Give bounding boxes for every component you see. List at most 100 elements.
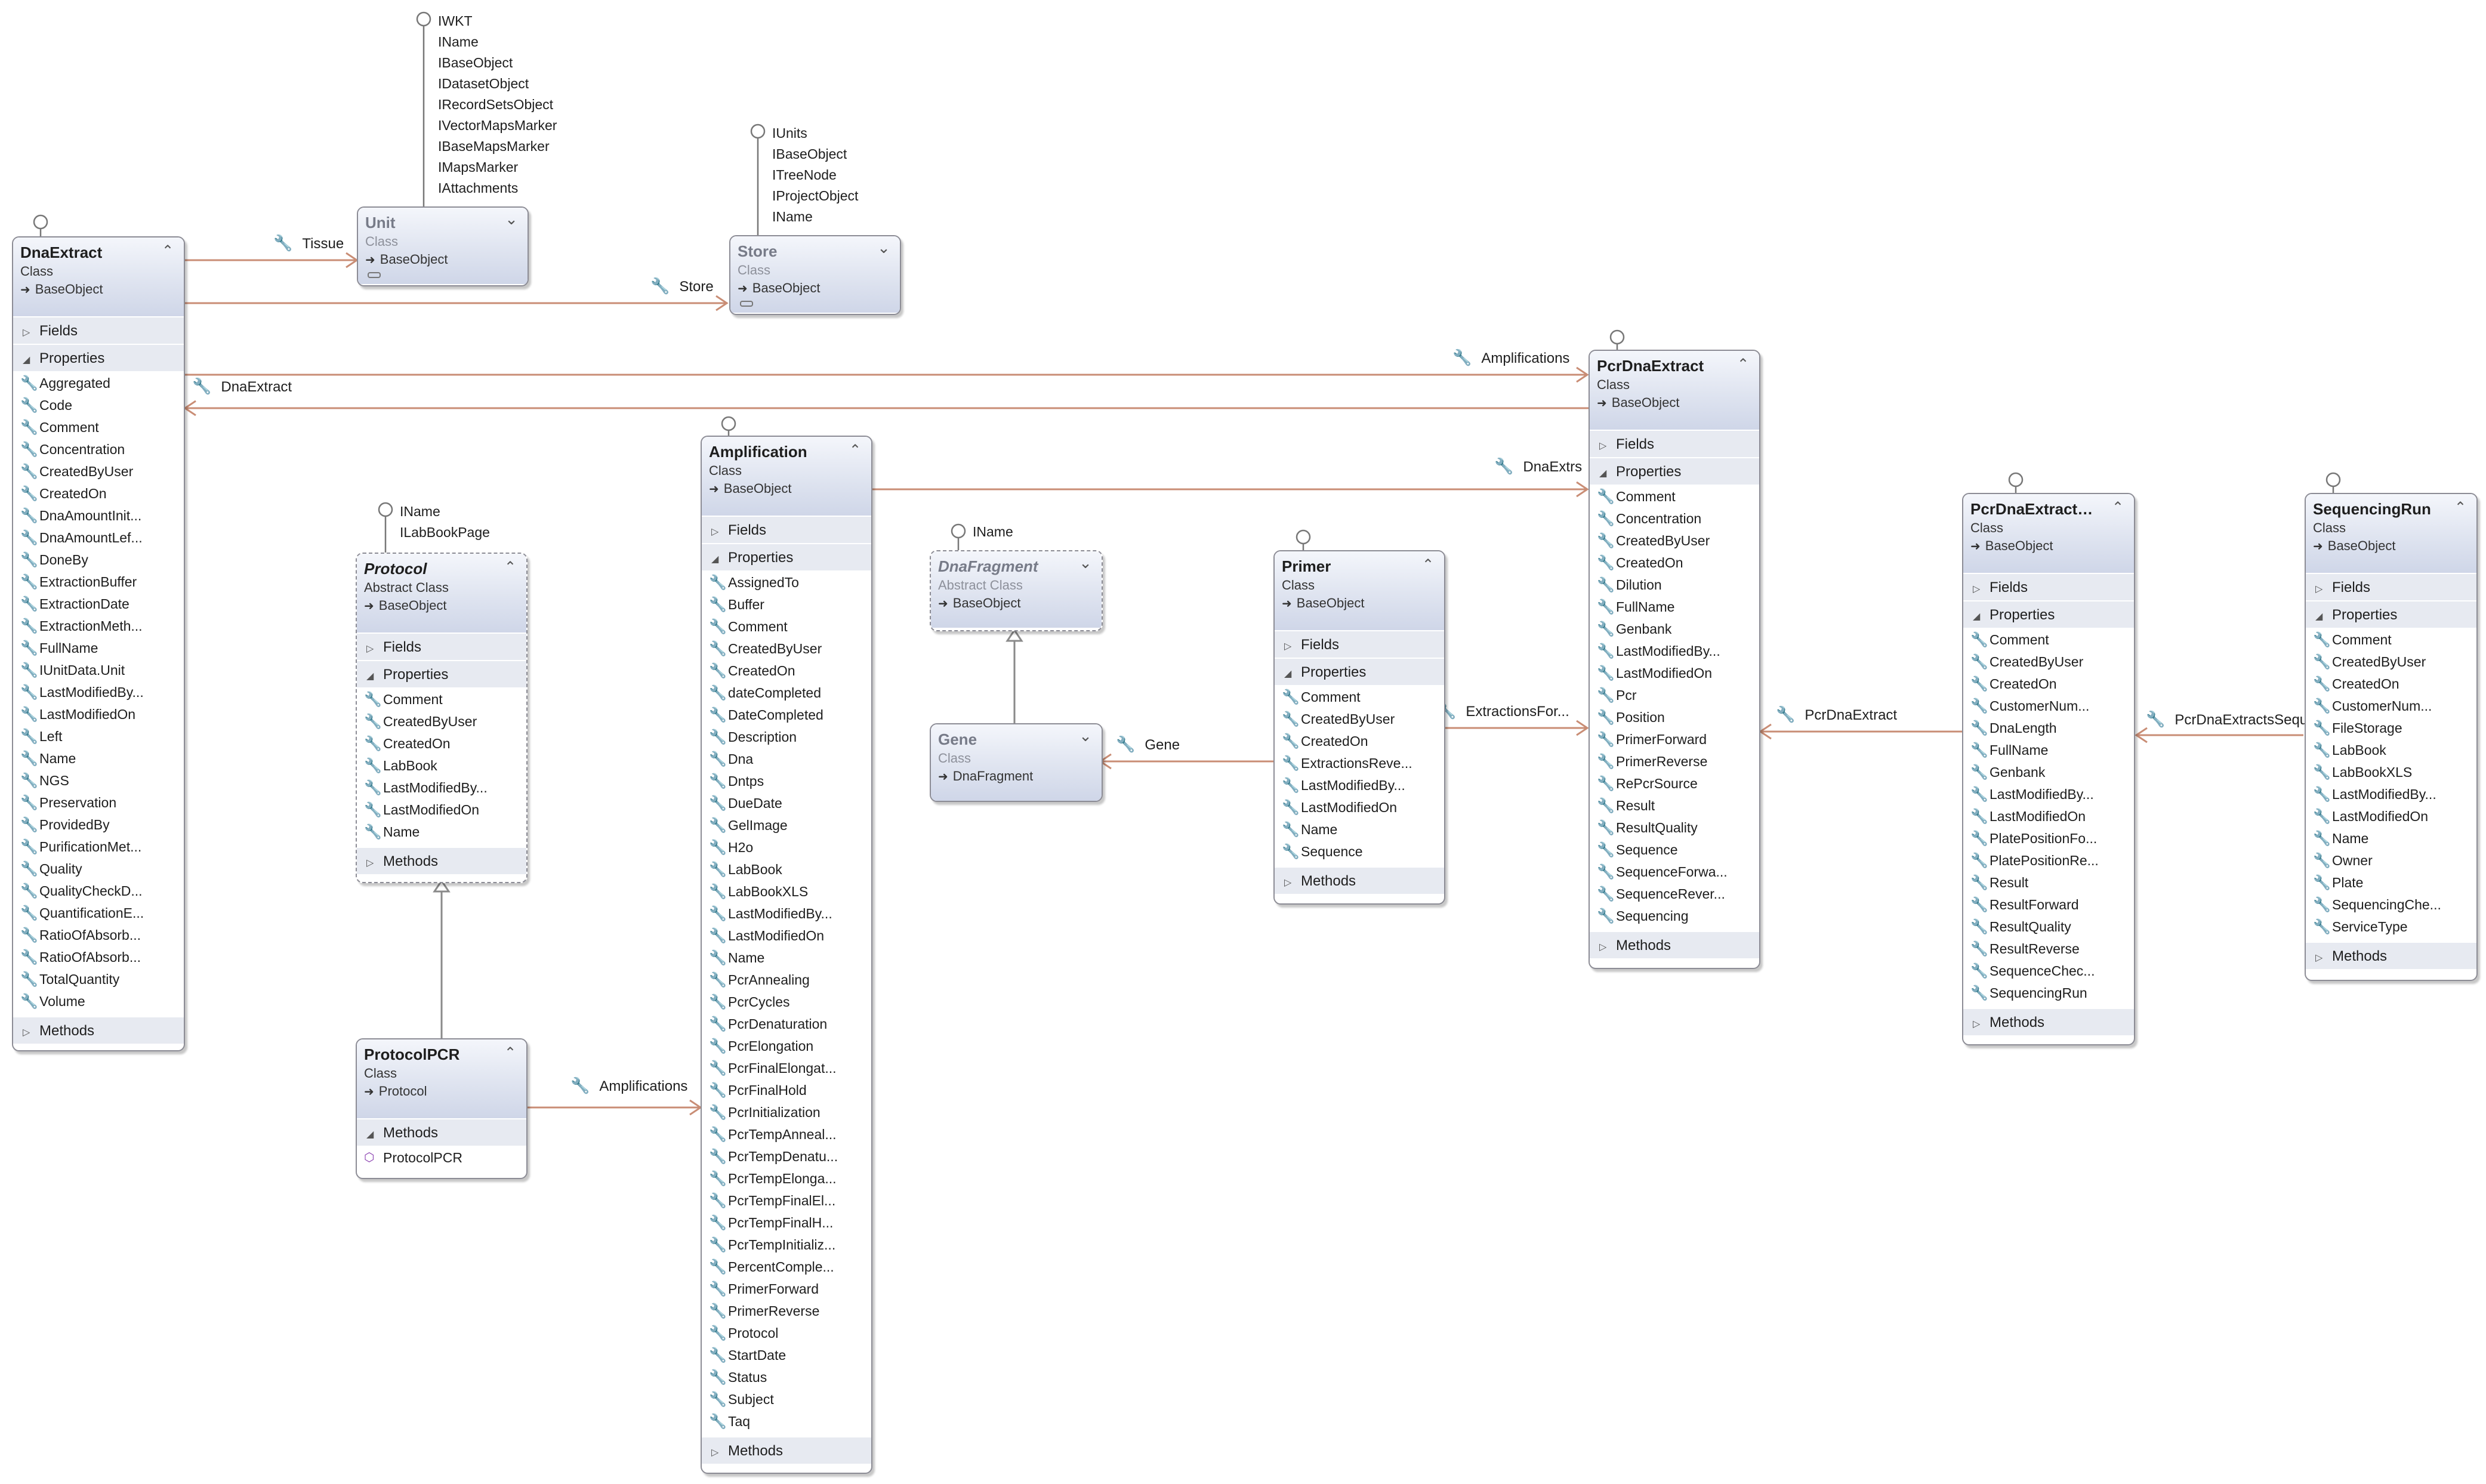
property-item[interactable]: 🔧LastModifiedBy... [13,681,184,704]
property-item[interactable]: 🔧GelImage [702,814,871,837]
property-item[interactable]: 🔧PcrInitialization [702,1102,871,1124]
property-item[interactable]: 🔧LabBook [2306,739,2476,761]
property-item[interactable]: 🔧ResultForward [1963,894,2134,916]
property-item[interactable]: 🔧FileStorage [2306,717,2476,739]
property-item[interactable]: 🔧Buffer [702,594,871,616]
property-item[interactable]: 🔧DnaLength [1963,717,2134,739]
property-item[interactable]: 🔧PcrTempAnneal... [702,1124,871,1146]
property-item[interactable]: 🔧LastModifiedBy... [357,777,526,799]
fields-compartment[interactable]: ▷Fields [702,516,871,543]
property-item[interactable]: 🔧Subject [702,1389,871,1411]
property-item[interactable]: 🔧LastModifiedOn [1275,797,1444,819]
property-item[interactable]: 🔧LastModifiedBy... [1590,640,1759,662]
property-item[interactable]: 🔧ExtractionMeth... [13,615,184,637]
methods-compartment[interactable]: ◢Methods [357,1118,526,1146]
double-chevron-down-icon[interactable]: ⌄ [505,210,518,228]
method-item[interactable]: ⬡ProtocolPCR [357,1147,526,1169]
double-chevron-up-icon[interactable]: ⌃ [849,442,862,458]
double-chevron-up-icon[interactable]: ⌃ [2111,499,2124,516]
property-item[interactable]: 🔧LastModifiedOn [13,704,184,726]
property-item[interactable]: 🔧dateCompleted [702,682,871,704]
properties-compartment[interactable]: ◢Properties [1275,658,1444,685]
property-item[interactable]: 🔧PcrFinalElongat... [702,1057,871,1079]
property-item[interactable]: 🔧PcrFinalHold [702,1079,871,1102]
property-item[interactable]: 🔧PcrCycles [702,991,871,1013]
double-chevron-up-icon[interactable]: ⌃ [161,243,174,259]
property-item[interactable]: 🔧TotalQuantity [13,968,184,991]
property-item[interactable]: 🔧ExtractionBuffer [13,571,184,593]
methods-compartment[interactable]: ▷Methods [702,1436,871,1464]
property-item[interactable]: 🔧PlatePositionRe... [1963,850,2134,872]
property-item[interactable]: 🔧LastModifiedOn [1590,662,1759,684]
class-header[interactable]: PcrDnaExtractSe...Class➜BaseObject⌃ [1963,494,2134,573]
property-item[interactable]: 🔧Owner [2306,850,2476,872]
double-chevron-up-icon[interactable]: ⌃ [504,559,517,575]
property-item[interactable]: 🔧CreatedOn [2306,673,2476,695]
property-item[interactable]: 🔧QualityCheckD... [13,880,184,902]
methods-compartment[interactable]: ▷Methods [13,1016,184,1044]
property-item[interactable]: 🔧DnaAmountLef... [13,527,184,549]
property-item[interactable]: 🔧PcrTempFinalEl... [702,1190,871,1212]
property-item[interactable]: 🔧ExtractionsReve... [1275,752,1444,775]
property-item[interactable]: 🔧Comment [702,616,871,638]
property-item[interactable]: 🔧LastModifiedOn [702,925,871,947]
properties-compartment[interactable]: ◢Properties [1590,457,1759,485]
properties-compartment[interactable]: ◢Properties [1963,600,2134,628]
fields-compartment[interactable]: ▷Fields [357,633,526,660]
double-chevron-down-icon[interactable]: ⌄ [1079,554,1092,572]
property-item[interactable]: 🔧StartDate [702,1344,871,1366]
methods-compartment[interactable]: ▷Methods [1275,866,1444,894]
property-item[interactable]: 🔧RePcrSource [1590,773,1759,795]
property-item[interactable]: 🔧SequencingChe... [2306,894,2476,916]
property-item[interactable]: 🔧CustomerNum... [1963,695,2134,717]
property-item[interactable]: 🔧CreatedByUser [1963,651,2134,673]
double-chevron-up-icon[interactable]: ⌃ [2454,499,2467,516]
fields-compartment[interactable]: ▷Fields [2306,573,2476,600]
property-item[interactable]: 🔧CreatedByUser [2306,651,2476,673]
property-item[interactable]: 🔧SequenceRever... [1590,883,1759,905]
property-item[interactable]: 🔧Volume [13,991,184,1013]
property-item[interactable]: 🔧ProvidedBy [13,814,184,836]
double-chevron-down-icon[interactable]: ⌄ [1079,727,1092,745]
methods-compartment[interactable]: ▷Methods [1963,1008,2134,1035]
fields-compartment[interactable]: ▷Fields [13,316,184,344]
double-chevron-up-icon[interactable]: ⌃ [1421,557,1435,573]
property-item[interactable]: 🔧LastModifiedBy... [1275,775,1444,797]
fields-compartment[interactable]: ▷Fields [1963,573,2134,600]
property-item[interactable]: 🔧PcrAnnealing [702,969,871,991]
property-item[interactable]: 🔧DateCompleted [702,704,871,726]
property-item[interactable]: 🔧ResultQuality [1963,916,2134,938]
property-item[interactable]: 🔧LabBookXLS [2306,761,2476,783]
property-item[interactable]: 🔧PcrTempElonga... [702,1168,871,1190]
property-item[interactable]: 🔧CreatedOn [1963,673,2134,695]
property-item[interactable]: 🔧PcrTempInitializ... [702,1234,871,1256]
property-item[interactable]: 🔧DoneBy [13,549,184,571]
property-item[interactable]: 🔧Sequence [1275,841,1444,863]
property-item[interactable]: 🔧Comment [1275,686,1444,708]
property-item[interactable]: 🔧Status [702,1366,871,1389]
property-item[interactable]: 🔧Concentration [13,439,184,461]
property-item[interactable]: 🔧Genbank [1590,618,1759,640]
property-item[interactable]: 🔧PlatePositionFo... [1963,828,2134,850]
property-item[interactable]: 🔧CreatedOn [702,660,871,682]
property-item[interactable]: 🔧LastModifiedOn [357,799,526,821]
property-item[interactable]: 🔧H2o [702,837,871,859]
property-item[interactable]: 🔧ServiceType [2306,916,2476,938]
property-item[interactable]: 🔧PrimerReverse [1590,751,1759,773]
property-item[interactable]: 🔧LabBook [702,859,871,881]
property-item[interactable]: 🔧LastModifiedBy... [1963,783,2134,806]
property-item[interactable]: 🔧Description [702,726,871,748]
property-item[interactable]: 🔧Comment [2306,629,2476,651]
property-item[interactable]: 🔧CreatedByUser [702,638,871,660]
property-item[interactable]: 🔧IUnitData.Unit [13,659,184,681]
property-item[interactable]: 🔧FullName [13,637,184,659]
fields-compartment[interactable]: ▷Fields [1275,630,1444,658]
